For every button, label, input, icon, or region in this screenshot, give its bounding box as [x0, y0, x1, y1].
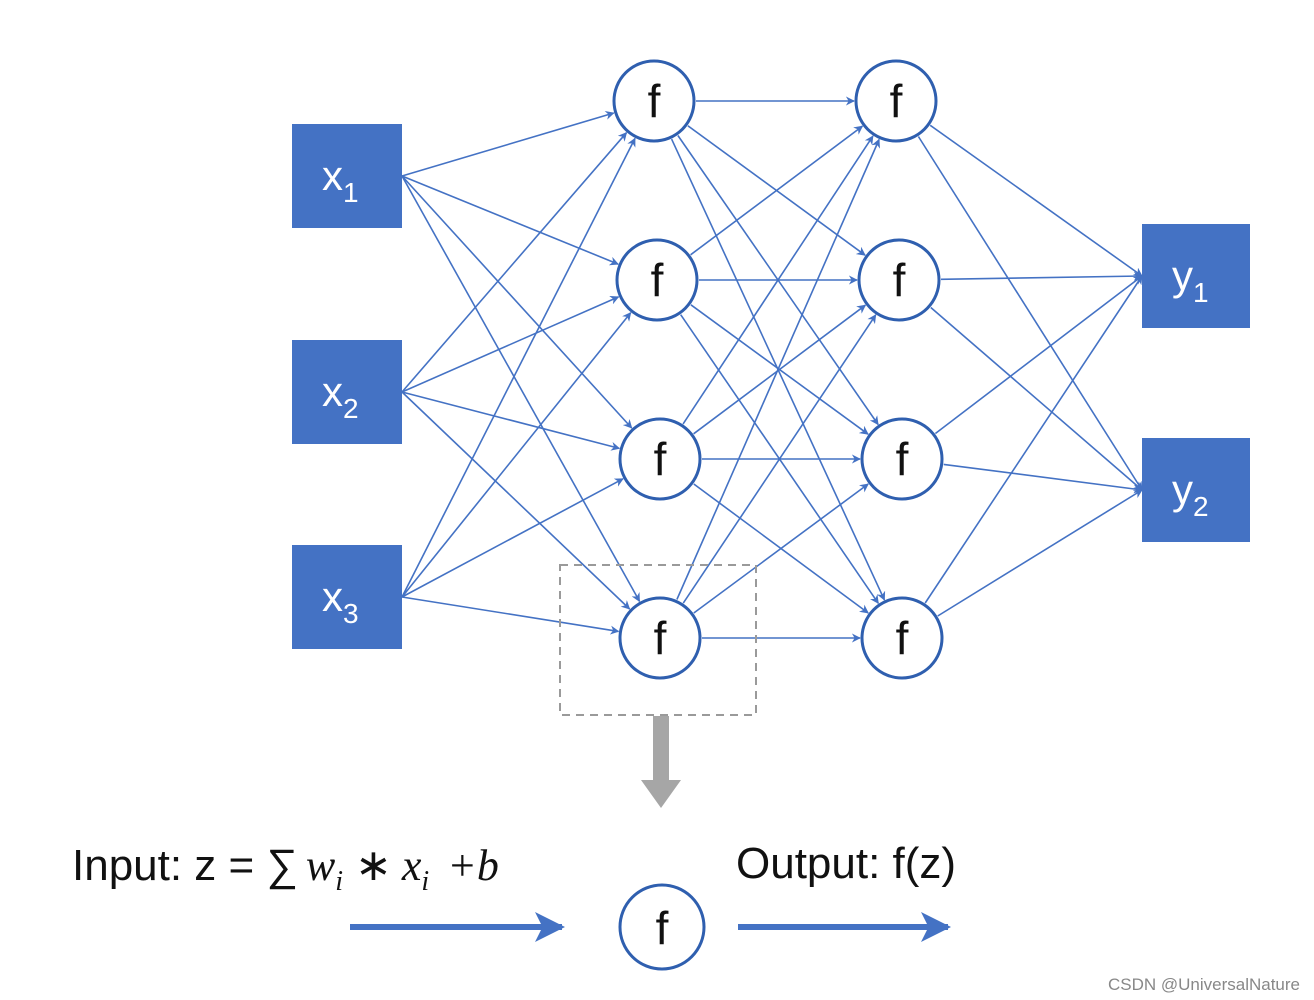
node-label: f	[651, 254, 664, 306]
edge-arrow	[943, 463, 1143, 494]
multiply-symbol: ∗	[355, 841, 392, 890]
hidden2-node: f	[860, 417, 944, 501]
input-subscript: i	[421, 866, 429, 897]
edge-arrow	[676, 138, 880, 600]
edge-arrow	[937, 489, 1143, 617]
svg-text:x3: x3	[322, 573, 359, 629]
output-subscript: 1	[1193, 277, 1209, 308]
hidden-layer-2: f f f f	[854, 59, 944, 680]
hidden1-node: f	[618, 596, 702, 680]
edge-arrow	[401, 175, 619, 266]
edge-arrow	[690, 125, 864, 256]
input-subscript: 1	[343, 177, 359, 208]
edge-arrow	[401, 296, 620, 393]
output-label: y	[1172, 252, 1193, 299]
node-label: f	[654, 433, 667, 485]
edge-arrow	[401, 596, 620, 635]
formula-row: Input: z = ∑wi∗xi+b f Output: f(z)	[72, 839, 956, 971]
input-symbol: x	[401, 841, 422, 890]
down-arrow	[641, 716, 681, 808]
input-layer: x1 x2 x3	[292, 124, 402, 649]
watermark: CSDN @UniversalNature	[1108, 975, 1300, 994]
edge-arrow	[930, 306, 1143, 491]
node-label: f	[890, 75, 903, 127]
node-label: f	[896, 433, 909, 485]
node-label: f	[896, 612, 909, 664]
output-layer: y1 y2	[1142, 224, 1250, 542]
node-label: f	[654, 612, 667, 664]
edge-arrow	[917, 136, 1143, 491]
hidden-layer-1: f f f f	[612, 59, 702, 680]
hidden1-node: f	[618, 417, 702, 501]
input-subscript: 3	[343, 598, 359, 629]
edge-arrow	[401, 175, 633, 429]
svg-text:y1: y1	[1172, 252, 1209, 308]
input-node-x2: x2	[292, 340, 402, 444]
highlight-dashed-box	[559, 564, 757, 716]
output-subscript: 2	[1193, 491, 1209, 522]
weight-symbol: w	[306, 841, 336, 890]
detail-node: f	[618, 883, 706, 971]
input-node-x3: x3	[292, 545, 402, 649]
edge-arrow	[401, 478, 624, 598]
output-node-y2: y2	[1142, 438, 1250, 542]
output-node-y1: y1	[1142, 224, 1250, 328]
edge-arrow	[401, 391, 631, 610]
input-label: x	[322, 152, 343, 199]
edge-arrow	[401, 110, 615, 177]
svg-text:y2: y2	[1172, 466, 1209, 522]
output-label: y	[1172, 466, 1193, 513]
input-subscript: 2	[343, 393, 359, 424]
output-formula: Output: f(z)	[736, 839, 956, 888]
hidden2-node: f	[860, 596, 944, 680]
connection-edges	[401, 96, 1143, 643]
edge-arrow	[924, 275, 1143, 604]
edge-arrow	[401, 311, 632, 598]
edge-arrow	[401, 391, 621, 451]
input-label: x	[322, 573, 343, 620]
hidden1-node: f	[615, 238, 699, 322]
bias-term: +b	[447, 841, 499, 890]
hidden1-node: f	[612, 59, 696, 143]
edge-arrow	[682, 135, 874, 425]
edge-arrow	[929, 124, 1143, 277]
edge-arrow	[401, 137, 636, 598]
detail-node-label: f	[656, 902, 669, 954]
hidden2-node: f	[854, 59, 938, 143]
hidden2-node: f	[857, 238, 941, 322]
svg-text:x1: x1	[322, 152, 359, 208]
svg-text:x2: x2	[322, 368, 359, 424]
edge-arrow	[693, 483, 869, 614]
edge-arrow	[401, 132, 628, 393]
node-label: f	[893, 254, 906, 306]
edge-arrow	[693, 304, 867, 435]
weight-subscript: i	[335, 866, 343, 897]
input-prefix: Input: z = ∑	[72, 841, 298, 890]
edge-arrow	[940, 271, 1143, 281]
edge-arrow	[934, 275, 1143, 435]
input-formula: Input: z = ∑wi∗xi+b	[72, 841, 499, 897]
input-label: x	[322, 368, 343, 415]
edge-arrow	[401, 175, 641, 603]
edge-arrow	[682, 314, 877, 604]
input-node-x1: x1	[292, 124, 402, 228]
node-label: f	[648, 75, 661, 127]
